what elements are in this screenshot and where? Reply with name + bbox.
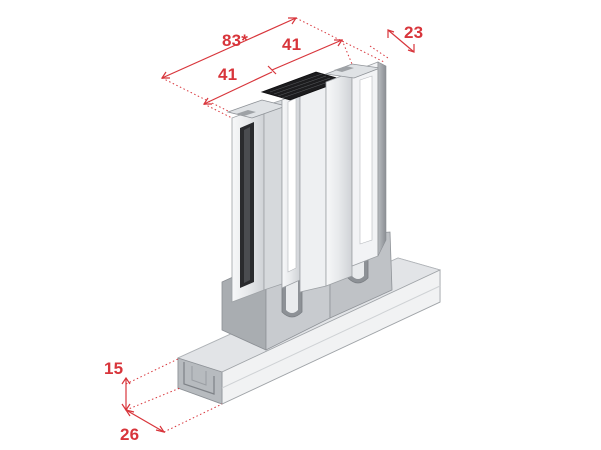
dimension-upper-sash: 41 — [267, 35, 353, 75]
right-sash — [324, 61, 387, 287]
dimension-track-height-label: 15 — [104, 359, 123, 378]
profile-illustration — [176, 61, 442, 405]
dimension-overall-width: 83* — [160, 17, 385, 113]
dimension-overall-width-label: 83* — [222, 31, 248, 50]
dimension-lower-sash: 41 — [202, 65, 273, 119]
dimension-track-height: 15 — [104, 357, 181, 412]
left-sash — [226, 99, 288, 303]
dimension-track-width-label: 26 — [120, 425, 139, 444]
dimension-side-depth-label: 23 — [404, 23, 423, 42]
dimension-side-depth: 23 — [369, 23, 423, 59]
gasket-brush — [269, 73, 335, 99]
dimension-track-width: 26 — [120, 403, 223, 444]
dimension-upper-sash-label: 41 — [282, 35, 301, 54]
dimension-annotations: 83* 41 41 23 — [104, 17, 423, 444]
center-interlock — [260, 71, 346, 293]
dimension-lower-sash-label: 41 — [218, 65, 237, 84]
